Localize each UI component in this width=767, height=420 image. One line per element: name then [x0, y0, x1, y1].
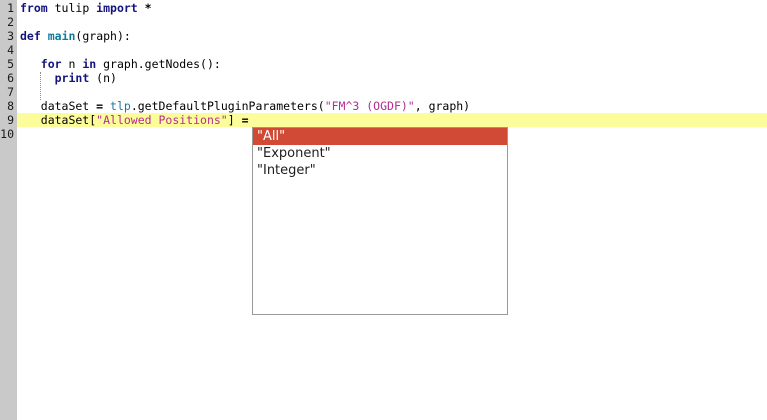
line-number: 7 [7, 85, 14, 99]
code-token-string: "FM^3 (OGDF)" [324, 99, 415, 113]
code-token-keyword: print [54, 71, 90, 85]
code-line[interactable] [17, 43, 767, 57]
code-token-operator: = [241, 113, 249, 127]
line-number: 10 [0, 127, 14, 141]
code-line[interactable]: def main(graph): [17, 29, 767, 43]
code-token-plain: ] [227, 113, 242, 127]
code-token-string: "Allowed Positions" [96, 113, 228, 127]
code-token-plain: (n) [89, 71, 117, 85]
code-line[interactable]: for n in graph.getNodes(): [17, 57, 767, 71]
code-token-keyword: from [20, 1, 48, 15]
code-token-plain [41, 29, 48, 43]
code-token-plain: graph.getNodes(): [96, 57, 221, 71]
code-token-keyword: for [40, 57, 62, 71]
code-token-fn: main [47, 29, 76, 43]
line-number: 4 [7, 43, 14, 57]
current-line-highlight[interactable]: dataSet["Allowed Positions"] = [17, 113, 767, 127]
line-number: 1 [7, 1, 14, 15]
code-line[interactable]: print (n) [17, 71, 767, 85]
autocomplete-item-selected[interactable]: "All" [253, 128, 507, 145]
code-token-plain: .getDefaultPluginParameters( [130, 99, 325, 113]
code-token-plain: tulip [47, 1, 97, 15]
code-token-operator: * [144, 1, 152, 15]
code-token-keyword: import [96, 1, 138, 15]
line-number: 5 [7, 57, 14, 71]
line-number: 3 [7, 29, 14, 43]
code-token-plain: dataSet[ [20, 113, 97, 127]
code-token-plain [20, 57, 41, 71]
code-token-api: tlp [110, 99, 131, 113]
code-token-plain: dataSet [20, 99, 97, 113]
line-number: 9 [7, 113, 14, 127]
code-token-keyword: in [82, 57, 97, 71]
code-token-plain: (graph): [75, 29, 131, 43]
code-line[interactable] [17, 85, 767, 99]
line-number: 6 [7, 71, 14, 85]
code-line[interactable]: dataSet = tlp.getDefaultPluginParameters… [17, 99, 767, 113]
code-line[interactable]: from tulip import * [17, 1, 767, 15]
line-number: 2 [7, 15, 14, 29]
code-editor[interactable]: from tulip import * def main(graph): for … [17, 0, 767, 141]
code-token-operator: = [96, 99, 104, 113]
code-token-plain [20, 71, 55, 85]
code-token-plain: n [61, 57, 83, 71]
code-token-plain [138, 1, 145, 15]
autocomplete-popup: "All""Exponent" "Integer" [252, 127, 508, 315]
autocomplete-item[interactable]: "Exponent" [257, 146, 331, 161]
autocomplete-item[interactable]: "Integer" [257, 163, 316, 178]
code-token-plain [103, 99, 110, 113]
indentation-guide [40, 72, 41, 100]
code-token-plain: , graph) [414, 99, 471, 113]
code-line[interactable] [17, 15, 767, 29]
line-number: 8 [7, 99, 14, 113]
code-token-keyword: def [20, 29, 41, 43]
